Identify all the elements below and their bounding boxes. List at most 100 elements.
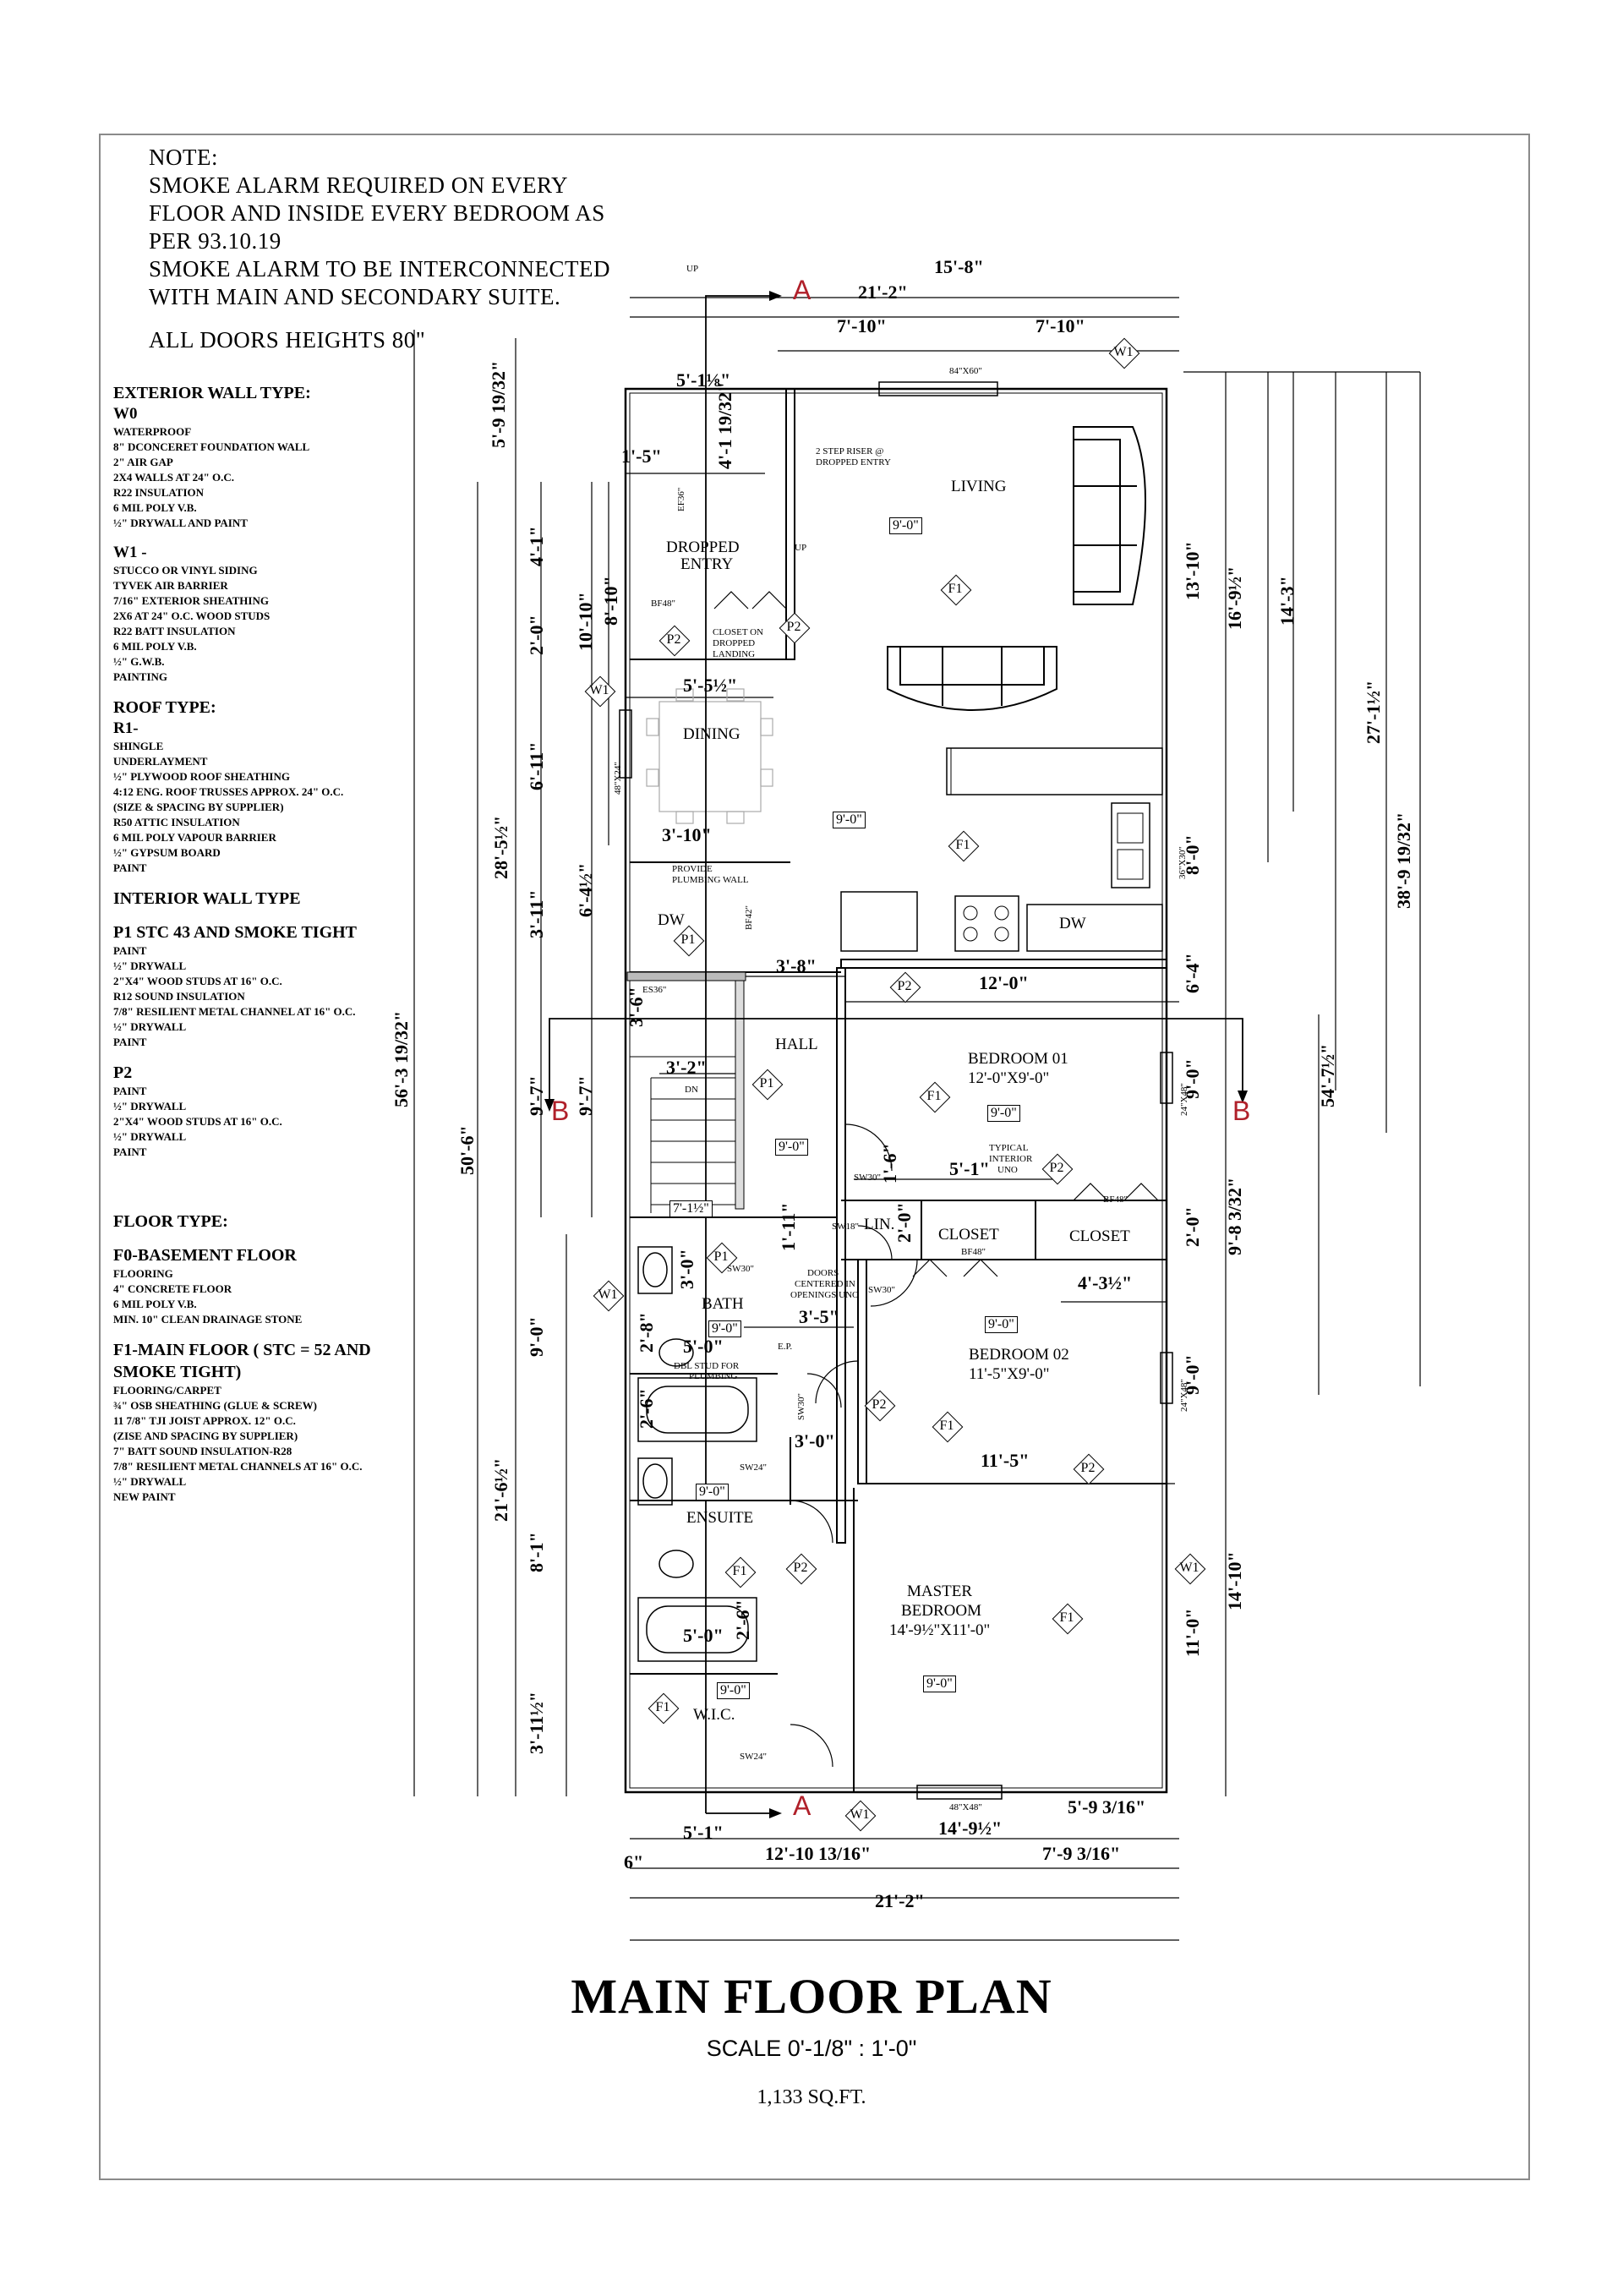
room-dining: DINING <box>683 725 740 743</box>
spec-item: TYVEK AIR BARRIER <box>113 579 228 592</box>
dimension: 10'-10" <box>575 592 596 651</box>
ceiling-height-tag: 9'-0" <box>985 1316 1018 1333</box>
dimension: 5'-0" <box>683 1625 724 1646</box>
ceiling-height-tag: 7'-1½" <box>669 1200 713 1217</box>
dimension-lines <box>413 297 1421 1941</box>
spec-item: 4:12 ENG. ROOF TRUSSES APPROX. 24" O.C. <box>113 785 344 798</box>
dishwasher-label: DW <box>1059 915 1086 932</box>
kitchen-sink <box>1111 802 1150 888</box>
spec-item: (SIZE & SPACING BY SUPPLIER) <box>113 801 284 813</box>
room-closet: CLOSET <box>1069 1227 1130 1245</box>
spec-item: PAINT <box>113 861 147 874</box>
dimension: 28'-5½" <box>490 815 511 879</box>
spec-item: PAINT <box>113 1145 147 1158</box>
spec-subheading: P1 STC 43 AND SMOKE TIGHT <box>113 923 358 942</box>
ceiling-height-tag: 9'-0" <box>923 1676 956 1692</box>
spec-item: 7/8" RESILIENT METAL CHANNELS AT 16" O.C… <box>113 1460 363 1473</box>
stair-up-label: UP <box>795 543 807 553</box>
stair-up-label: UP <box>686 264 699 274</box>
spec-item: R50 ATTIC INSULATION <box>113 816 240 828</box>
spec-item: PAINT <box>113 1036 147 1048</box>
wall-type-tag: W1 <box>844 1800 877 1832</box>
floor-type-tag: F1 <box>940 574 972 606</box>
kitchen-range <box>954 895 1019 952</box>
dimension: 9'-7" <box>575 1075 596 1116</box>
wall-type-tag: W1 <box>1174 1553 1206 1585</box>
room-wic: W.I.C. <box>693 1706 735 1724</box>
typical-note: TYPICAL <box>989 1143 1029 1153</box>
dimension: 38'-9 19/32" <box>1393 812 1414 909</box>
partition-type-tag: P2 <box>864 1390 896 1422</box>
dimension: 56'-3 19/32" <box>391 1010 412 1107</box>
room-master: BEDROOM <box>901 1602 982 1620</box>
dimension: 16'-9½" <box>1224 566 1245 630</box>
note-line: NOTE: <box>149 145 218 170</box>
room-dropped-entry: ENTRY <box>680 555 734 573</box>
dimension: 5'-0" <box>683 1336 724 1357</box>
spec-subheading: P2 <box>113 1063 133 1082</box>
dimension: 9'-0" <box>1182 1058 1203 1099</box>
dimension: 3'-0" <box>676 1249 697 1289</box>
partition-type-tag: P2 <box>1041 1153 1074 1185</box>
dimension: 21'-2" <box>875 1890 925 1911</box>
dimension: 4'-1 19/32" <box>714 381 735 469</box>
spec-subheading: F0-BASEMENT FLOOR <box>113 1246 297 1265</box>
dimension: 6'-4" <box>1182 953 1203 993</box>
dimension: 8'-10" <box>600 576 621 626</box>
note-line: SMOKE ALARM TO BE INTERCONNECTED <box>149 256 611 282</box>
spec-item: R12 SOUND INSULATION <box>113 990 245 1003</box>
door-tag: BF48" <box>1103 1194 1128 1205</box>
room-master: MASTER <box>907 1583 973 1600</box>
ceiling-height-tag: 9'-0" <box>696 1484 729 1501</box>
dimension: 7'-9 3/16" <box>1042 1843 1121 1864</box>
dimension: 8'-0" <box>1182 834 1203 875</box>
ceiling-height-tag: 9'-0" <box>833 812 866 828</box>
doors-note: OPENINGS UNO <box>790 1290 859 1300</box>
plan-scale: SCALE 0'-1/8" : 1'-0" <box>706 2036 917 2061</box>
exterior-wall <box>624 387 1168 1794</box>
spec-item: 8" DCONCERET FOUNDATION WALL <box>113 440 310 453</box>
dimension: 7'-10" <box>1036 315 1085 336</box>
spec-item: ½" DRYWALL <box>113 959 187 972</box>
door-tag: EF36" <box>676 487 686 511</box>
dimension: 3'-2" <box>666 1057 707 1078</box>
spec-heading: FLOOR TYPE: <box>113 1212 228 1231</box>
dimension: 9'-8 3/32" <box>1224 1177 1245 1255</box>
partition-type-tag: P2 <box>1073 1453 1105 1485</box>
ceiling-height-tag: 9'-0" <box>717 1682 750 1699</box>
room-linen: LIN. <box>864 1216 895 1233</box>
partition-type-tag: P2 <box>785 1553 817 1585</box>
room-hall: HALL <box>775 1036 818 1053</box>
sofa <box>1073 426 1146 605</box>
dimension: 4'-1" <box>526 526 547 566</box>
dimension: 3'-11½" <box>526 1692 547 1754</box>
doors-height-note: ALL DOORS HEIGHTS 80" <box>149 327 426 353</box>
window-size: 48"X24" <box>613 762 623 795</box>
dimension: 50'-6" <box>456 1125 478 1175</box>
dimension: 15'-8" <box>934 256 984 277</box>
room-closet: CLOSET <box>938 1226 999 1244</box>
room-bedroom-02-size: 11'-5"X9'-0" <box>969 1365 1050 1383</box>
dimension: 5'-1" <box>683 1822 724 1843</box>
kitchen-island <box>840 891 918 952</box>
dimension: 3'-8" <box>776 955 817 976</box>
ceiling-height-tag: 9'-0" <box>775 1139 808 1156</box>
spec-item: PAINT <box>113 1085 147 1097</box>
spec-subheading: F1-MAIN FLOOR ( STC = 52 AND <box>113 1341 371 1359</box>
dimension: 6'-4½" <box>575 862 596 917</box>
floor-type-tag: F1 <box>724 1556 757 1588</box>
door-tag: BF48" <box>961 1247 986 1257</box>
spec-item: ½" DRYWALL <box>113 1020 187 1033</box>
section-marker-a: A <box>793 1790 812 1821</box>
dimension: 21'-2" <box>858 282 908 303</box>
spec-item: 11 7/8" TJI JOIST APPROX. 12" O.C. <box>113 1414 296 1427</box>
dimension: 5'-9 3/16" <box>1068 1796 1146 1818</box>
dimension: 12'-0" <box>979 972 1029 993</box>
note-line: PER 93.10.19 <box>149 228 281 254</box>
room-bedroom-02: BEDROOM 02 <box>969 1346 1069 1364</box>
dimension: 3'-10" <box>662 824 712 845</box>
spec-item: ¾" OSB SHEATHING (GLUE & SCREW) <box>113 1399 318 1412</box>
spec-item: R22 BATT INSULATION <box>113 625 236 637</box>
